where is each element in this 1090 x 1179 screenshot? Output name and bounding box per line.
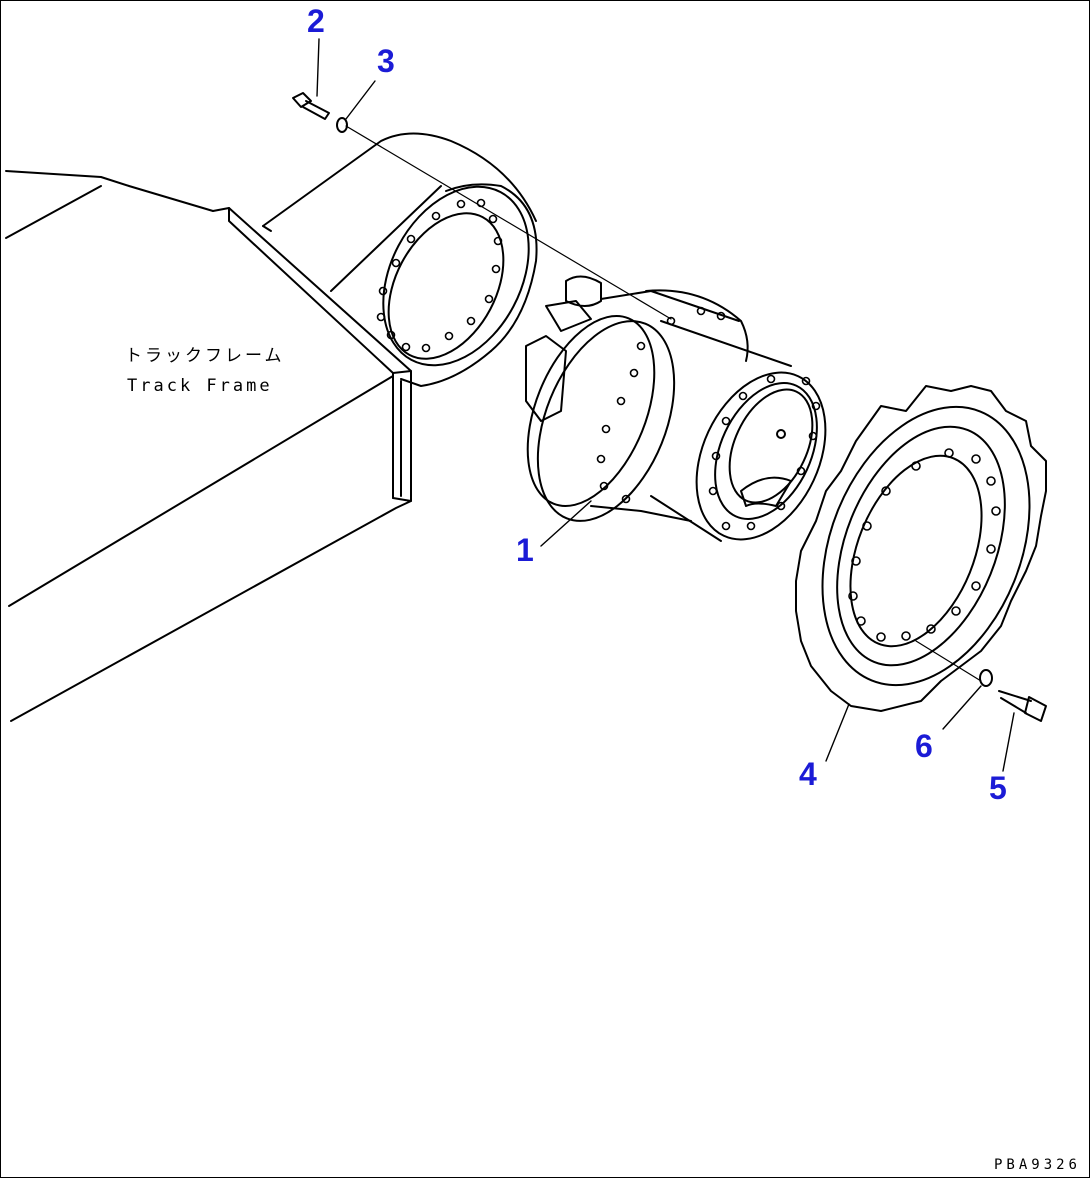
callout-2: 2 xyxy=(307,3,325,39)
sprocket xyxy=(795,385,1047,712)
final-drive xyxy=(525,275,827,542)
bolt-top xyxy=(292,92,330,120)
washer-sprocket xyxy=(979,669,993,687)
bolt-sprocket xyxy=(998,690,1047,722)
washer-top xyxy=(336,117,348,133)
callout-6: 6 xyxy=(915,728,933,764)
callout-4: 4 xyxy=(799,756,817,792)
callout-1: 1 xyxy=(516,532,534,568)
leader-lines xyxy=(316,38,1015,772)
assembly-line xyxy=(915,640,982,682)
frame-label-en: Track Frame xyxy=(127,376,273,396)
track-frame xyxy=(5,132,538,722)
drawing-code: PBA9326 xyxy=(993,1157,1081,1173)
frame-label-jp: トラックフレーム xyxy=(125,346,285,366)
assembly-line xyxy=(345,125,672,320)
callout-5: 5 xyxy=(989,770,1007,806)
frame-bolt-holes xyxy=(376,198,503,353)
sprocket-bolt-holes xyxy=(848,448,1001,642)
callout-3: 3 xyxy=(377,43,395,79)
final-drive-bolt-holes xyxy=(596,306,821,531)
